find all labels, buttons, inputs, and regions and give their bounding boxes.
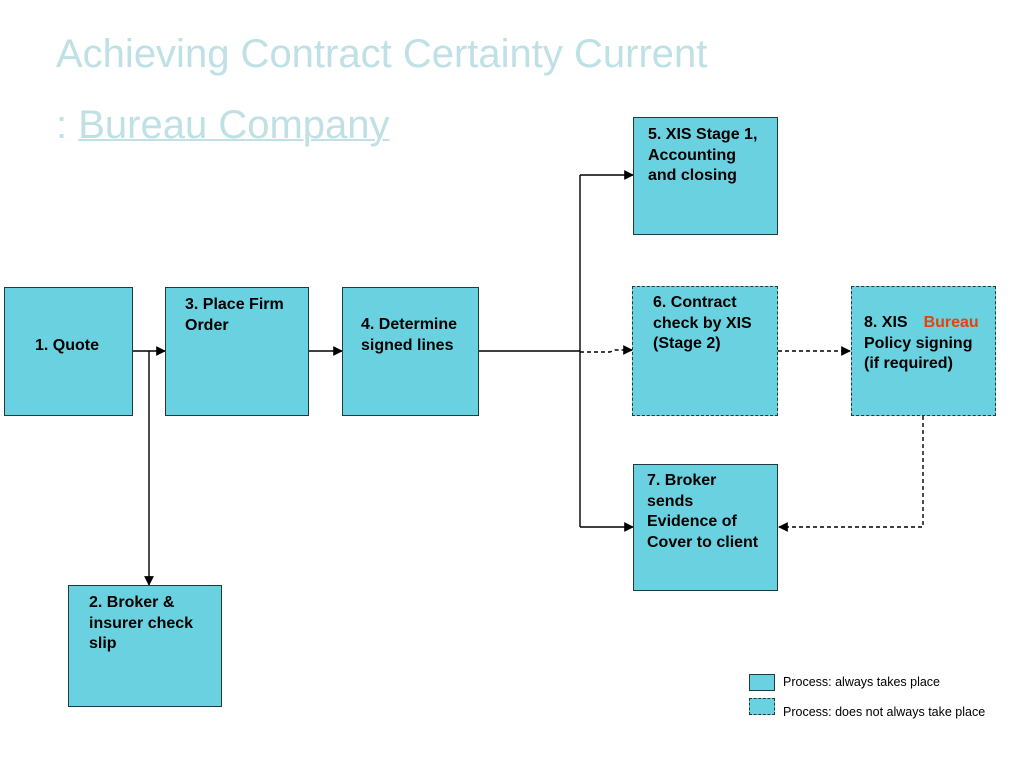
subtitle-prefix: : <box>56 103 79 147</box>
node-broker-check-line2: insurer check <box>89 614 194 632</box>
node-determine-line1: 4. Determine <box>361 316 458 333</box>
node-signing-line3: (if required) <box>864 355 953 372</box>
node-broker-check-line1: 2. Broker & <box>89 594 175 611</box>
node-broker-check-line3: slip <box>89 635 117 652</box>
node-xis-policy-signing: 8. XIS Bureau Policy signing (if required… <box>851 286 996 416</box>
node-signing-line2: Policy signing <box>864 334 973 352</box>
node-place-firm-order-line1: 3. Place Firm <box>185 296 284 313</box>
legend-dashed-label: Process: does not always take place <box>783 705 986 719</box>
node-xis-stage1: 5. XIS Stage 1, Accounting and closing <box>633 117 778 235</box>
node-contract-check-line2: check by XIS <box>653 314 752 332</box>
node-place-firm-order-line2: Order <box>185 316 229 334</box>
bureau-company-link[interactable]: Bureau Company <box>78 103 390 147</box>
node-quote: 1. Quote <box>4 287 133 416</box>
node-quote-label: 1. Quote <box>35 337 100 354</box>
node-evidence-line3: Evidence of <box>647 513 737 530</box>
node-evidence-line4: Cover to client <box>647 533 759 551</box>
node-place-firm-order: 3. Place Firm Order <box>165 287 309 416</box>
node-xis-stage1-line2: Accounting <box>648 146 736 164</box>
node-evidence-of-cover: 7. Broker sends Evidence of Cover to cli… <box>633 464 778 591</box>
node-xis-stage1-line3: and closing <box>648 167 737 184</box>
legend-dashed-swatch <box>749 698 775 715</box>
page-title: Achieving Contract Certainty Current <box>56 32 708 76</box>
node-signing-line1: 8. XIS Bureau <box>864 313 995 334</box>
node-xis-stage1-line1: 5. XIS Stage 1, <box>648 126 758 143</box>
legend-solid-label: Process: always takes place <box>783 675 941 689</box>
node-signing-accent: Bureau <box>923 314 979 331</box>
node-determine-line2: signed lines <box>361 336 454 354</box>
node-contract-check-line1: 6. Contract <box>653 294 737 311</box>
node-evidence-line2: sends <box>647 492 694 510</box>
arrow-signing-to-evidence <box>778 416 924 532</box>
arrow-to-contract-check <box>580 345 633 355</box>
node-signing-prefix: 8. XIS <box>864 314 908 331</box>
page-subtitle: : Bureau Company <box>56 103 390 148</box>
node-evidence-line1: 7. Broker <box>647 472 717 489</box>
legend-solid-swatch <box>749 674 775 691</box>
node-determine-signed-lines: 4. Determine signed lines <box>342 287 479 416</box>
node-broker-check: 2. Broker & insurer check slip <box>68 585 222 707</box>
node-contract-check-line3: (Stage 2) <box>653 335 721 352</box>
node-contract-check: 6. Contract check by XIS (Stage 2) <box>632 286 778 416</box>
